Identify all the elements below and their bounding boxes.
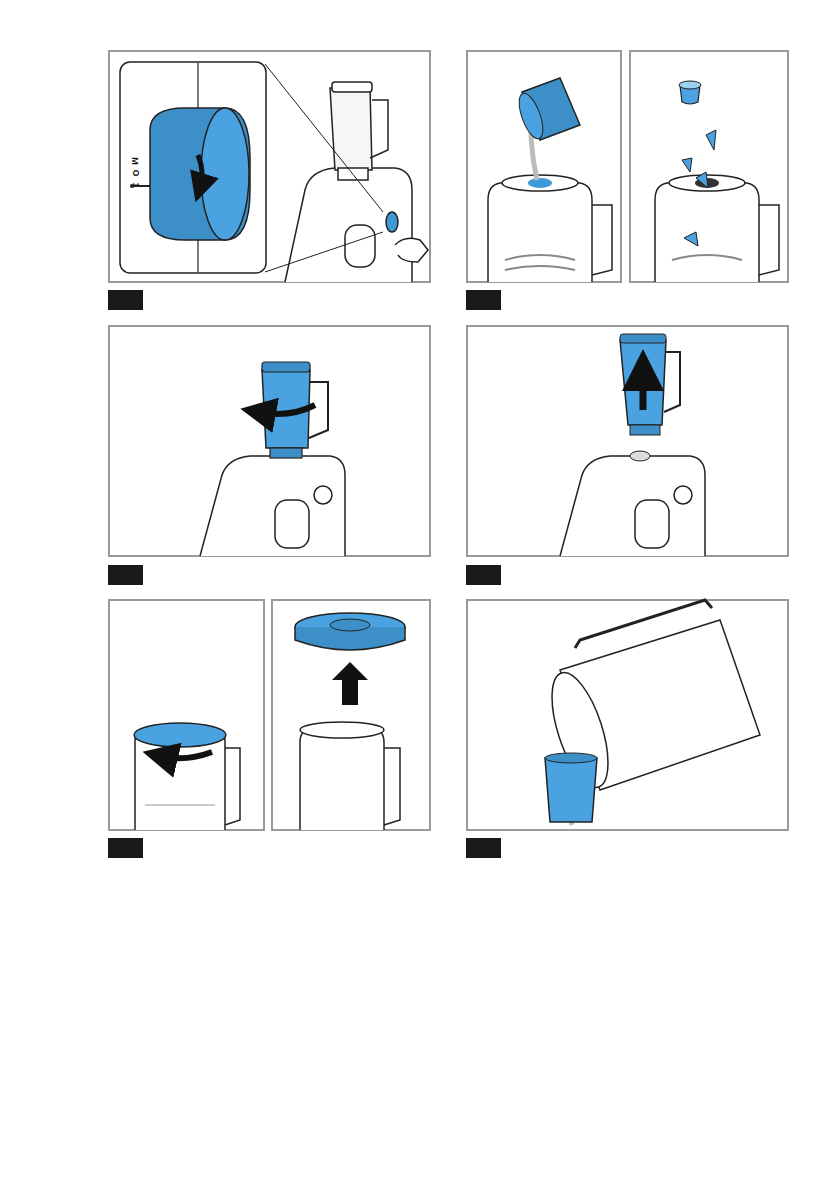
step-tag [466, 565, 501, 585]
panel-frame [109, 600, 264, 830]
pour-liquid [488, 78, 612, 282]
panel-frame [467, 326, 788, 556]
panel-frame [109, 326, 430, 556]
pour-out [541, 600, 760, 825]
panel-frame [467, 51, 621, 282]
machine-with-dial [265, 64, 428, 282]
step-tag [466, 290, 501, 310]
lift-jug [560, 334, 705, 556]
step-tag [108, 838, 143, 858]
twist-lid [134, 723, 240, 830]
panel-frame [630, 51, 788, 282]
dial-setting: M [130, 157, 140, 165]
panel-frame [109, 51, 430, 282]
step-tag [108, 290, 143, 310]
panel-frame [272, 600, 430, 830]
remove-lid [295, 613, 405, 830]
step-tag [466, 838, 501, 858]
dial-setting: O [131, 169, 141, 176]
dial [130, 108, 250, 240]
panel-frame [467, 600, 788, 830]
twist-jug-off [200, 362, 345, 556]
step-tag [108, 565, 143, 585]
add-ingredients [655, 81, 779, 282]
dial-setting: 1 [131, 182, 141, 187]
zoom-inset [120, 62, 266, 273]
